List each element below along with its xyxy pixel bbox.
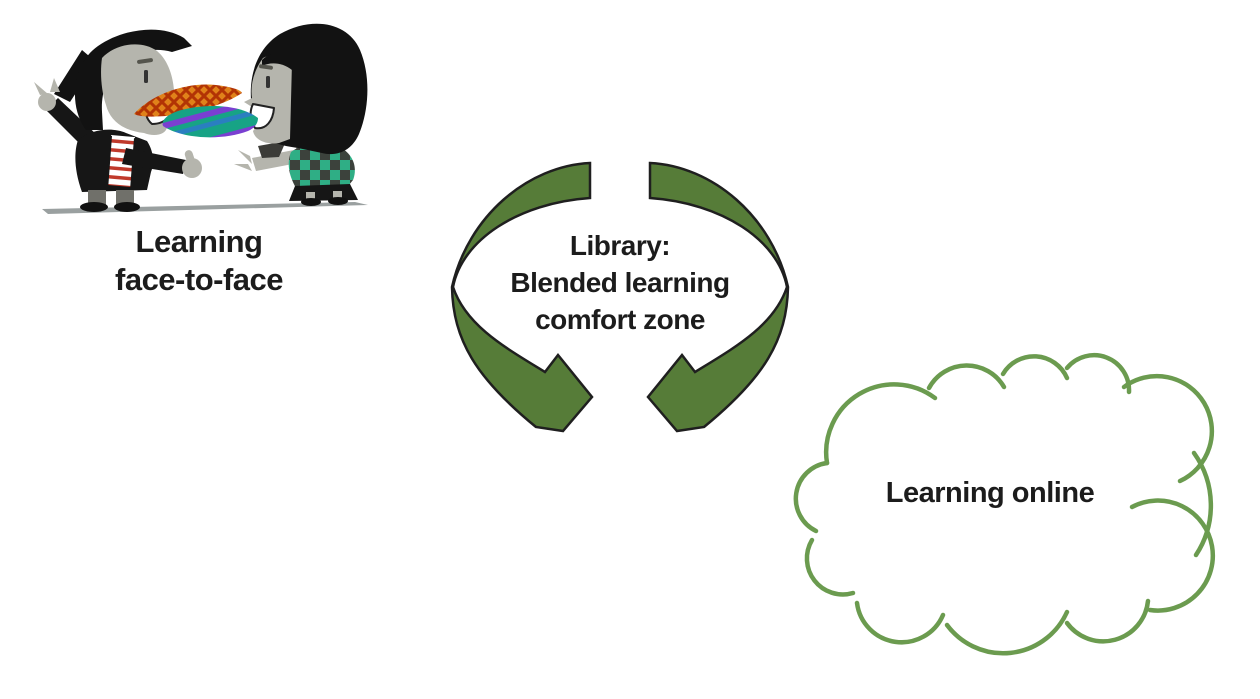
man-figure-icon [34, 29, 202, 212]
left-curved-arrow-icon [450, 161, 594, 433]
cloud-outline-icon [793, 353, 1216, 656]
blended-label-line1: Library: [569, 230, 671, 261]
learning-online-label-text: Learning online [885, 477, 1095, 509]
speech-shape-orange-icon [134, 84, 242, 117]
woman-figure-icon [234, 23, 368, 206]
circular-arrows-graphic [450, 161, 790, 433]
face-to-face-label-line2: face-to-face [115, 262, 284, 297]
blended-learning-label: Library: Blended learning comfort zone [436, 227, 804, 338]
face-to-face-label-line1: Learning [135, 224, 263, 259]
right-curved-arrow-icon [646, 161, 790, 433]
face-to-face-label: Learning face-to-face [24, 223, 374, 299]
learning-online-label: Learning online [812, 476, 1168, 510]
blended-label-line3: comfort zone [535, 304, 705, 335]
blended-label-line2: Blended learning [510, 267, 730, 298]
cloud-shape [793, 353, 1216, 656]
speech-shape-teal-icon [162, 105, 258, 138]
two-people-talking-clipart [34, 23, 368, 214]
